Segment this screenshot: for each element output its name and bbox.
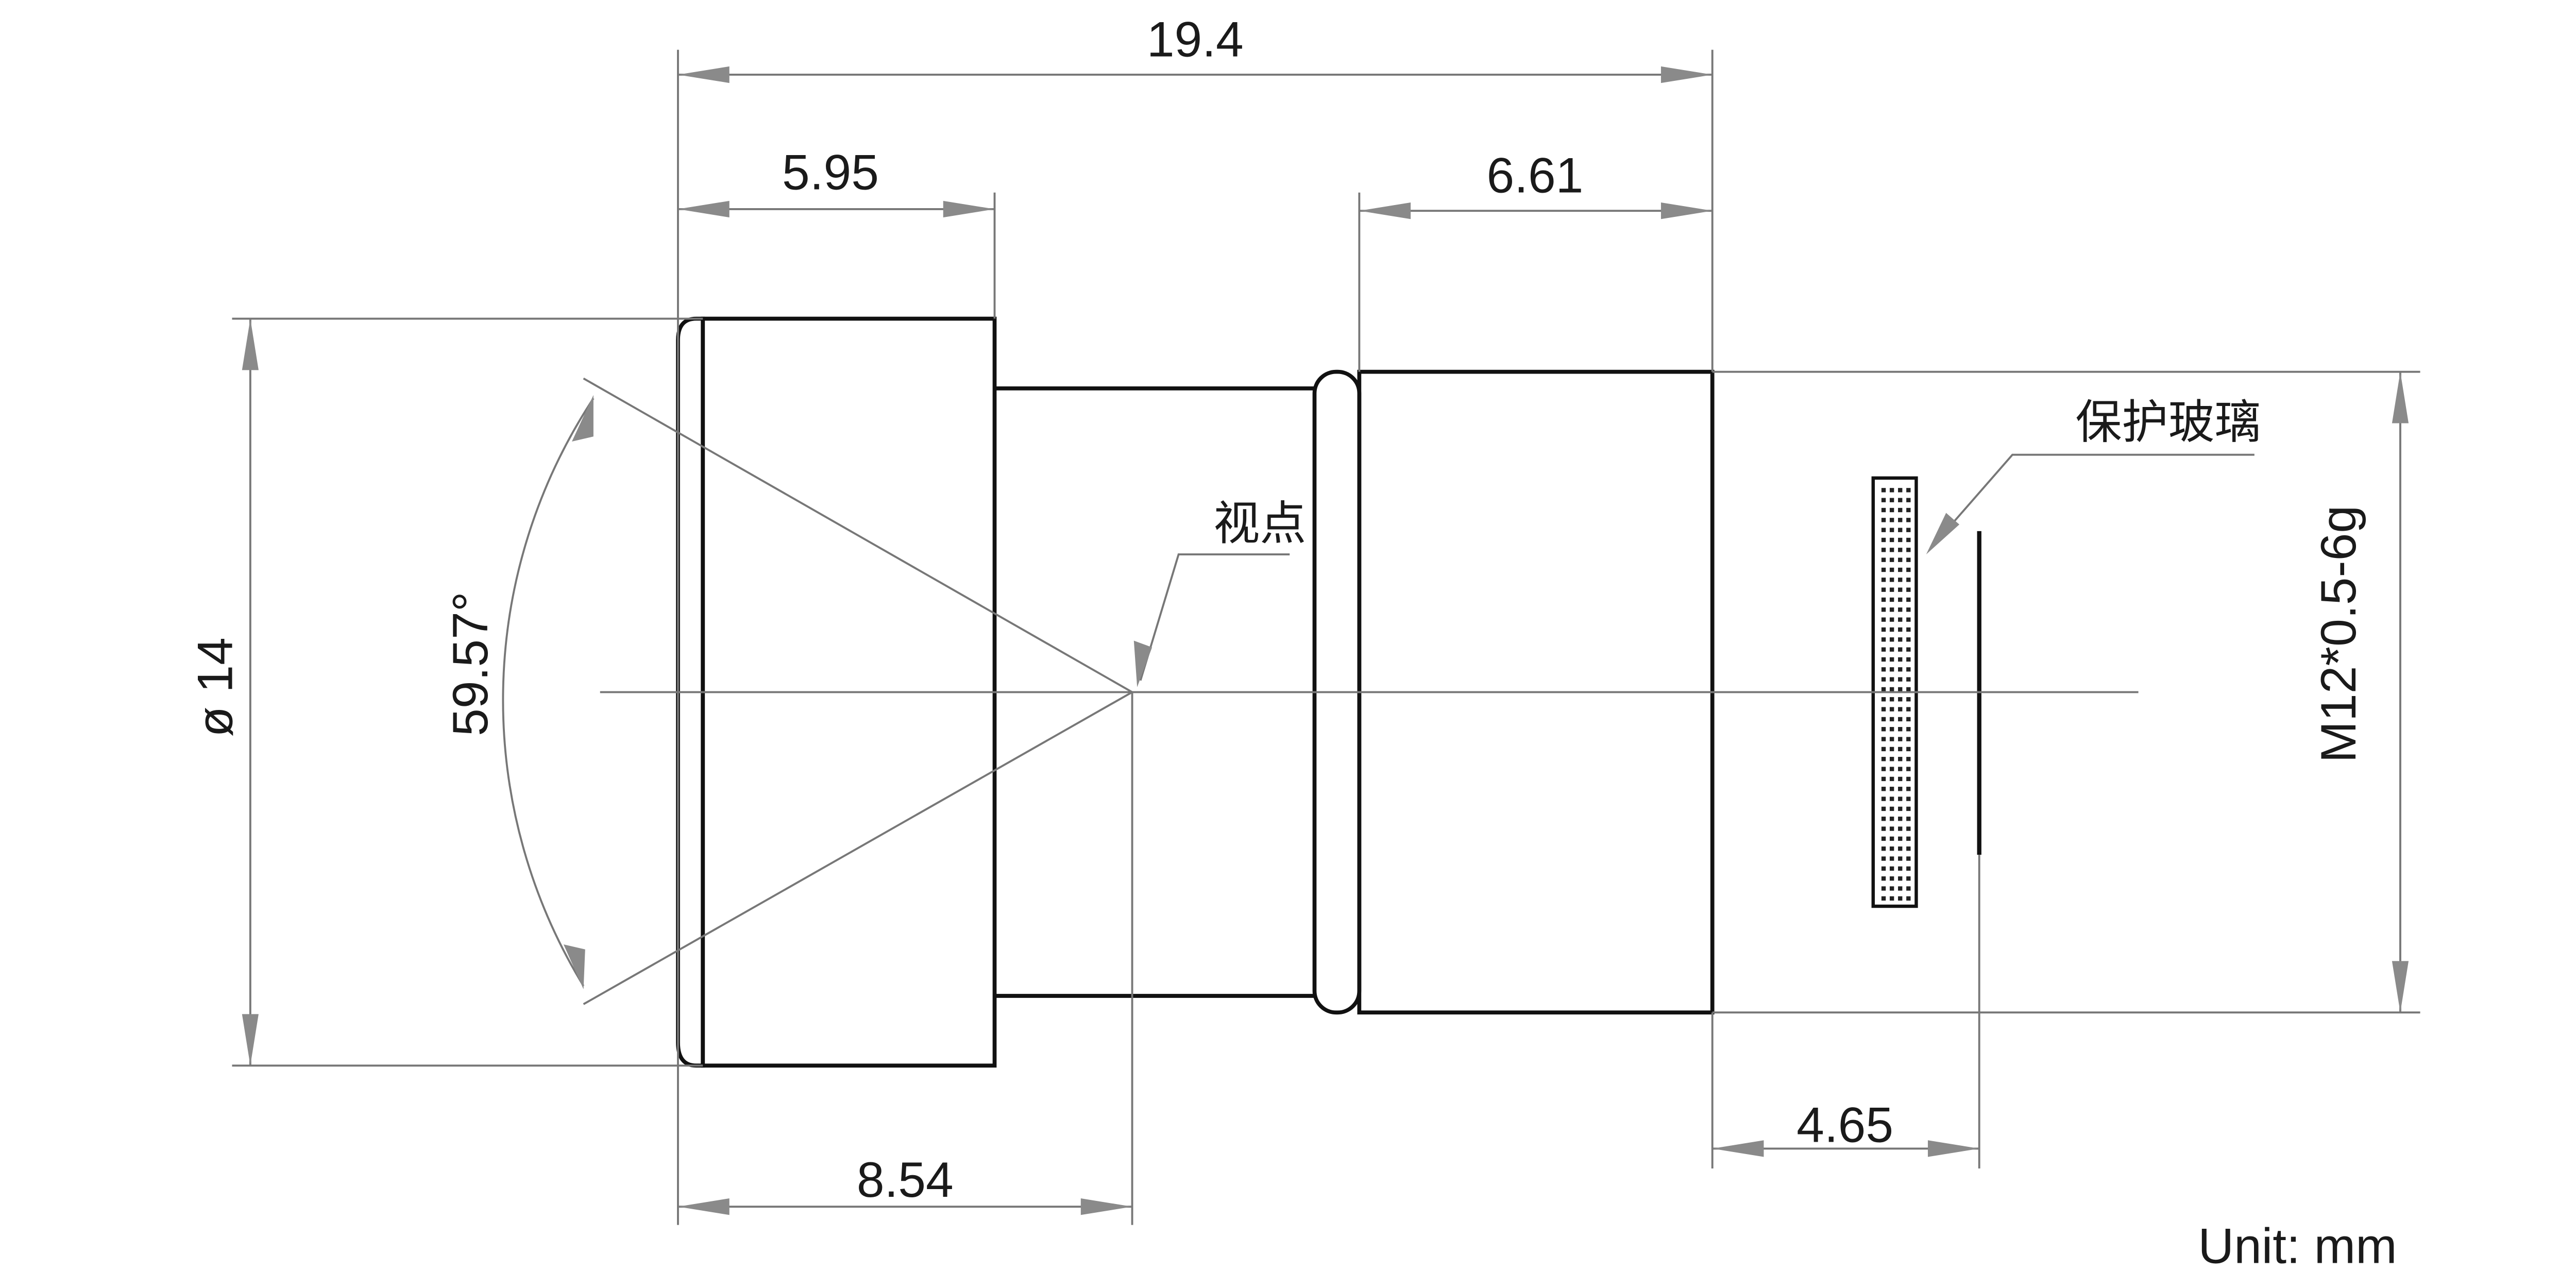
extension-lines xyxy=(232,49,2420,1225)
fov-ray-lower xyxy=(583,691,1133,1005)
fov-arrow-lower xyxy=(563,944,585,990)
glass-leader xyxy=(1930,453,2255,549)
label-diameter: ø 14 xyxy=(188,637,243,737)
label-unit: Unit: mm xyxy=(2198,1219,2397,1274)
glass-hatch-pattern xyxy=(1881,488,1911,901)
optical-lines xyxy=(502,377,2139,1005)
label-front-barrel-length: 5.95 xyxy=(782,145,879,200)
label-protective-glass: 保护玻璃 xyxy=(2075,395,2261,449)
dimension-labels: 19.4 5.95 6.61 8.54 4.65 ø 14 59.57° M12… xyxy=(188,12,2397,1274)
fov-angle-arc xyxy=(502,398,595,987)
label-rear-barrel-length: 6.61 xyxy=(1486,148,1583,204)
middle-neck xyxy=(994,386,1315,998)
dimension-lines xyxy=(242,66,2409,1215)
label-view-angle: 59.57° xyxy=(443,591,498,736)
fov-arrow-upper xyxy=(572,395,594,442)
leader-lines xyxy=(1133,453,2255,687)
label-viewpoint: 视点 xyxy=(1213,497,1306,551)
label-viewpoint-distance: 8.54 xyxy=(857,1153,954,1208)
label-thread: M12*0.5-6g xyxy=(2311,505,2366,763)
viewpoint-leader xyxy=(1139,553,1290,681)
label-back-focal: 4.65 xyxy=(1797,1097,1893,1153)
fov-ray-upper xyxy=(583,377,1133,693)
label-overall-length: 19.4 xyxy=(1147,12,1244,67)
